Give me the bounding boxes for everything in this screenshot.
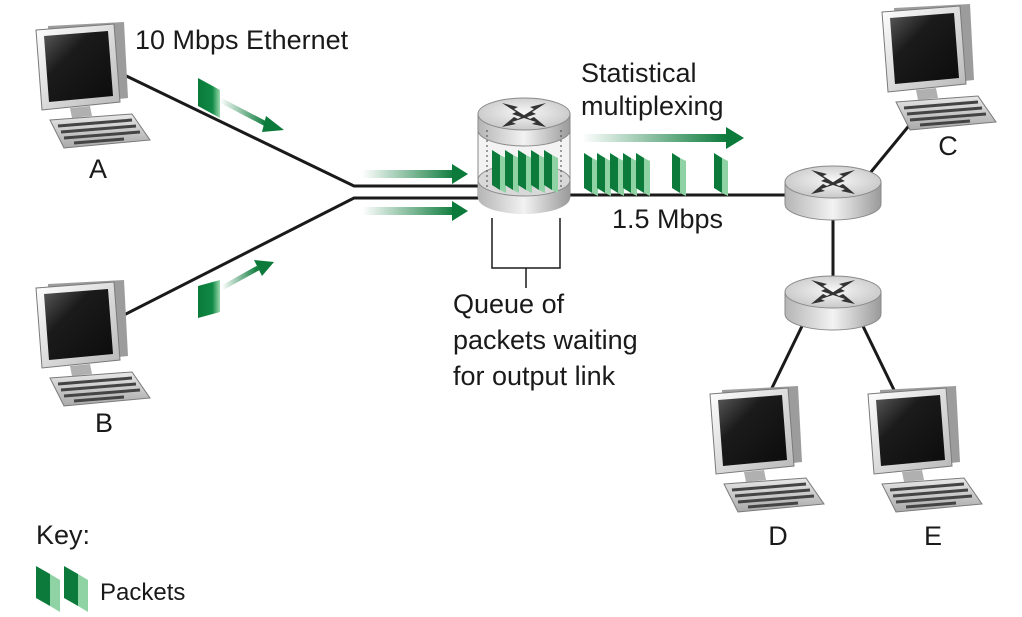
flow-arrow-icon	[254, 260, 274, 276]
host-a-label: A	[89, 154, 107, 184]
link-c	[864, 121, 914, 179]
flow-arrow-icon	[452, 201, 468, 221]
queue-label-line1: Queue of	[453, 289, 565, 319]
router-icon	[502, 103, 546, 127]
packet-from-a	[198, 78, 284, 132]
desktop-computer-icon	[880, 2, 998, 132]
central-router[interactable]	[477, 97, 571, 214]
flow-arrow-icon	[262, 116, 284, 132]
router-icon	[784, 275, 882, 331]
outgoing-packets	[584, 153, 728, 196]
desktop-computer-icon	[34, 20, 152, 150]
legend-title: Key:	[36, 520, 90, 550]
queue-bracket	[491, 218, 561, 288]
host-c-label: C	[938, 131, 958, 161]
queue-label-line3: for output link	[453, 361, 616, 391]
router-icon	[784, 165, 882, 221]
packet-icon	[36, 566, 88, 612]
network-links	[117, 70, 914, 393]
legend-packets-label: Packets	[100, 579, 185, 606]
link-b	[117, 196, 480, 320]
input-flow-arrows	[362, 164, 468, 221]
desktop-computer-icon	[866, 384, 984, 514]
link-a	[117, 70, 480, 188]
desktop-computer-icon	[708, 384, 826, 514]
host-c[interactable]: C	[880, 2, 998, 161]
ethernet-label: 10 Mbps Ethernet	[135, 25, 349, 55]
link-e	[858, 319, 897, 393]
router-right-top[interactable]	[784, 165, 882, 221]
packet-from-b	[198, 260, 274, 318]
host-a[interactable]: A	[34, 20, 152, 184]
multiplexing-arrow	[582, 127, 744, 149]
host-e-label: E	[924, 521, 942, 551]
multiplexing-label-line2: multiplexing	[581, 91, 724, 121]
packet-icon	[198, 78, 220, 118]
flow-arrow-icon	[452, 164, 468, 184]
host-b[interactable]: B	[34, 278, 152, 438]
host-e[interactable]: E	[866, 384, 984, 551]
host-d-label: D	[768, 521, 788, 551]
desktop-computer-icon	[34, 278, 152, 408]
queued-packets	[492, 150, 558, 193]
link-rate-label: 1.5 Mbps	[612, 204, 723, 234]
host-b-label: B	[95, 408, 113, 438]
packet-icon	[198, 280, 220, 318]
queue-label-line2: packets waiting	[453, 325, 638, 355]
link-d	[768, 319, 807, 393]
host-d[interactable]: D	[708, 384, 826, 551]
legend: Key: Packets	[36, 520, 185, 612]
flow-arrow-icon	[726, 127, 744, 149]
multiplexing-label-line1: Statistical	[581, 58, 697, 88]
router-right-bottom[interactable]	[784, 275, 882, 331]
